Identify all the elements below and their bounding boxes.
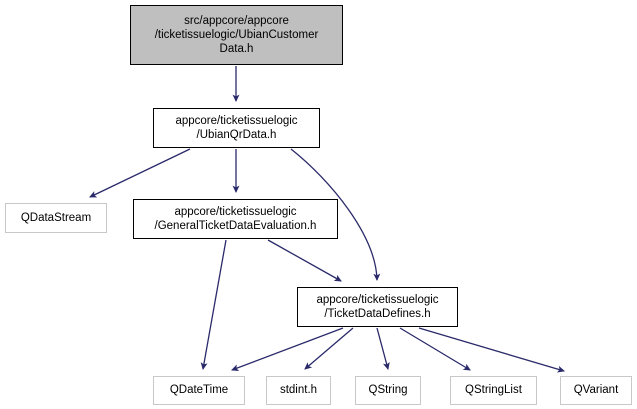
graph-node-generalticketdataevaluation[interactable]: appcore/ticketissuelogic /GeneralTicketD… [133, 199, 338, 239]
edge-ticketdatadefines-to-qvariant [418, 327, 565, 373]
edge-ticketdatadefines-to-qstringlist [399, 327, 471, 371]
graph-node-label: QDateTime [169, 384, 229, 397]
graph-node-label: QDataStream [20, 211, 92, 224]
graph-node-label: QStringList [465, 384, 522, 397]
graph-node-qdatetime[interactable]: QDateTime [153, 376, 245, 405]
graph-node-label: src/appcore/appcore /ticketissuelogic/Ub… [154, 14, 319, 55]
edge-ticketdatadefines-to-stdint [304, 327, 354, 370]
graph-node-ubianqrdata[interactable]: appcore/ticketissuelogic /UbianQrData.h [153, 108, 320, 148]
graph-node-label: stdint.h [279, 384, 318, 397]
graph-node-label: appcore/ticketissuelogic /GeneralTicketD… [154, 205, 317, 232]
graph-node-qdatastream[interactable]: QDataStream [5, 203, 107, 233]
graph-node-label: QVariant [573, 384, 619, 397]
graph-node-stdint[interactable]: stdint.h [266, 376, 331, 405]
edge-generalticketdataevaluation-to-ticketdatadefines [267, 239, 342, 282]
edge-generalticketdataevaluation-to-qdatetime [200, 239, 227, 370]
graph-node-label: QString [368, 384, 408, 397]
edge-ticketdatadefines-to-qstring [376, 327, 390, 370]
edge-ubianqrdata-to-qdatastream [89, 148, 191, 198]
edge-ticketdatadefines-to-qdatetime [231, 327, 344, 372]
graph-node-qstringlist[interactable]: QStringList [450, 376, 537, 405]
graph-node-root[interactable]: src/appcore/appcore /ticketissuelogic/Ub… [130, 5, 343, 65]
graph-node-label: appcore/ticketissuelogic /TicketDataDefi… [316, 293, 439, 320]
graph-node-qvariant[interactable]: QVariant [560, 376, 632, 405]
graph-node-label: appcore/ticketissuelogic /UbianQrData.h [175, 114, 298, 141]
graph-node-qstring[interactable]: QString [355, 376, 421, 405]
graph-node-ticketdatadefines[interactable]: appcore/ticketissuelogic /TicketDataDefi… [297, 287, 458, 327]
